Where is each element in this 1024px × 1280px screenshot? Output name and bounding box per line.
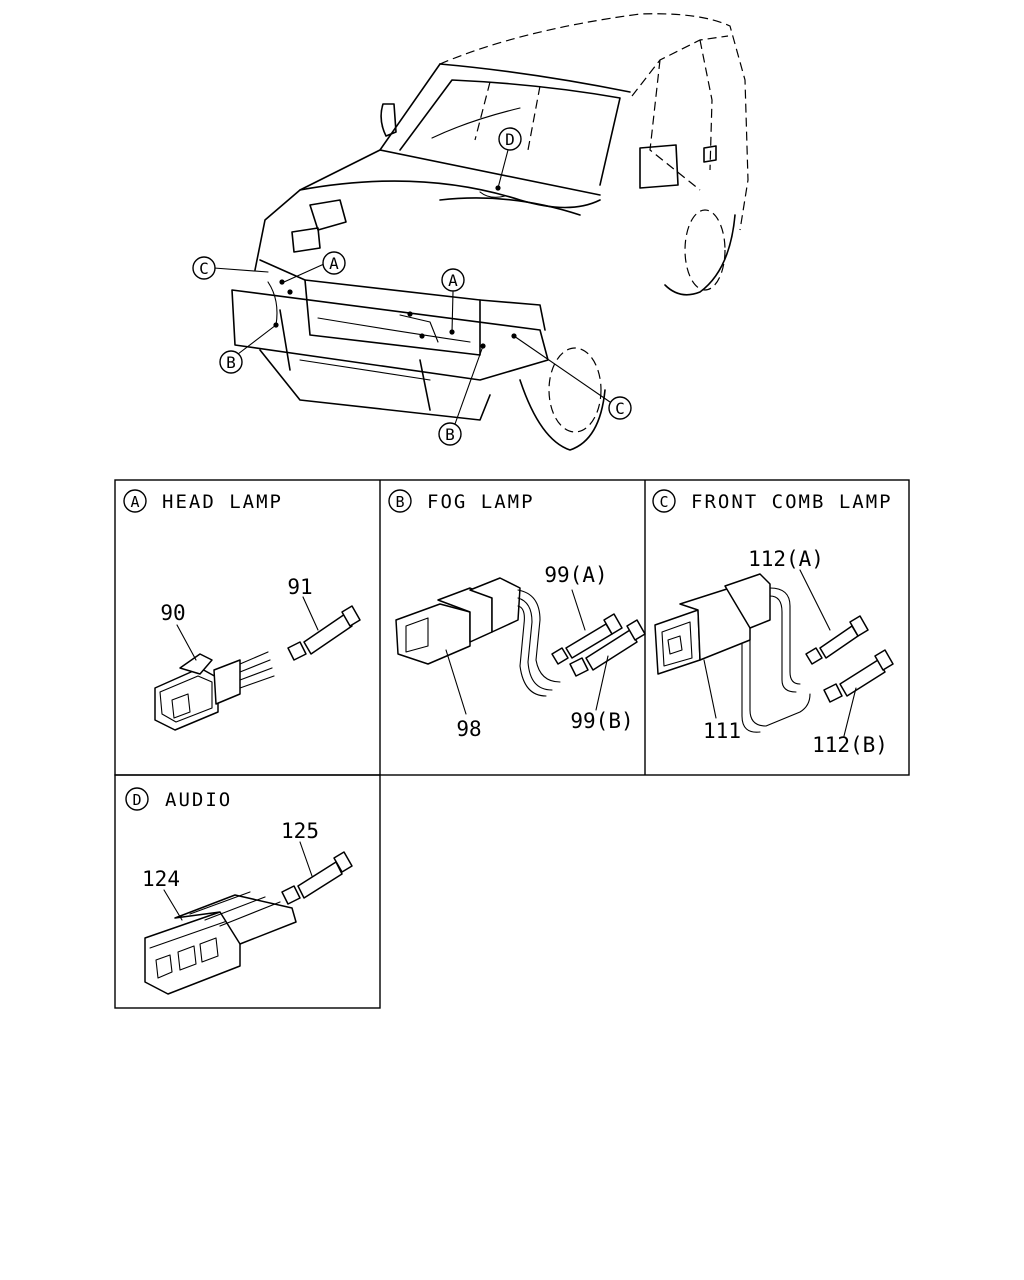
vehicle-illustration xyxy=(231,13,749,451)
svg-text:99(B): 99(B) xyxy=(570,709,633,733)
svg-text:124: 124 xyxy=(142,867,180,891)
svg-text:A: A xyxy=(448,271,458,290)
callout-c-right: C xyxy=(608,396,632,420)
callout-a-left: A xyxy=(322,251,346,275)
connector-98 xyxy=(395,577,561,697)
svg-text:125: 125 xyxy=(281,819,319,843)
svg-text:D: D xyxy=(132,791,141,809)
callout-b-center: B xyxy=(438,422,462,446)
connector-124 xyxy=(144,891,297,995)
panel-front-comb-lamp: C FRONT COMB LAMP 111 112(A) 112( xyxy=(652,489,894,757)
panel-grid xyxy=(114,479,910,1009)
svg-text:AUDIO: AUDIO xyxy=(165,789,232,811)
terminal-91 xyxy=(287,605,361,661)
terminal-112a xyxy=(805,615,869,665)
callout-leaders xyxy=(213,149,611,425)
svg-text:A: A xyxy=(329,254,339,273)
connector-90 xyxy=(154,651,275,731)
svg-text:FOG LAMP: FOG LAMP xyxy=(427,491,535,513)
svg-text:B: B xyxy=(226,353,236,372)
svg-text:111: 111 xyxy=(703,719,741,743)
panel-audio: D AUDIO 124 125 xyxy=(125,787,353,995)
svg-text:C: C xyxy=(659,493,668,511)
svg-text:FRONT COMB LAMP: FRONT COMB LAMP xyxy=(691,491,893,513)
svg-text:112(B): 112(B) xyxy=(812,733,888,757)
terminal-125 xyxy=(281,851,353,905)
svg-text:99(A): 99(A) xyxy=(544,563,607,587)
svg-text:112(A): 112(A) xyxy=(748,547,824,571)
svg-text:B: B xyxy=(395,493,404,511)
svg-text:D: D xyxy=(505,130,515,149)
panel-head-lamp: A HEAD LAMP 90 91 xyxy=(123,489,361,731)
callout-c-left: C xyxy=(192,256,216,280)
terminal-112b xyxy=(823,649,894,703)
terminal-99a xyxy=(551,613,623,665)
callout-b-left: B xyxy=(219,350,243,374)
terminal-99b xyxy=(569,619,646,677)
callout-d-top: D xyxy=(498,127,522,151)
svg-text:HEAD LAMP: HEAD LAMP xyxy=(162,491,283,513)
panel-fog-lamp: B FOG LAMP 98 99(A) 99(B) xyxy=(388,489,646,741)
svg-text:90: 90 xyxy=(160,601,185,625)
svg-text:98: 98 xyxy=(456,717,481,741)
svg-text:B: B xyxy=(445,425,455,444)
connector-111 xyxy=(654,573,811,733)
svg-text:91: 91 xyxy=(287,575,312,599)
svg-text:A: A xyxy=(130,493,139,511)
svg-text:C: C xyxy=(199,259,209,278)
callout-a-center: A xyxy=(441,268,465,292)
svg-text:C: C xyxy=(615,399,625,418)
